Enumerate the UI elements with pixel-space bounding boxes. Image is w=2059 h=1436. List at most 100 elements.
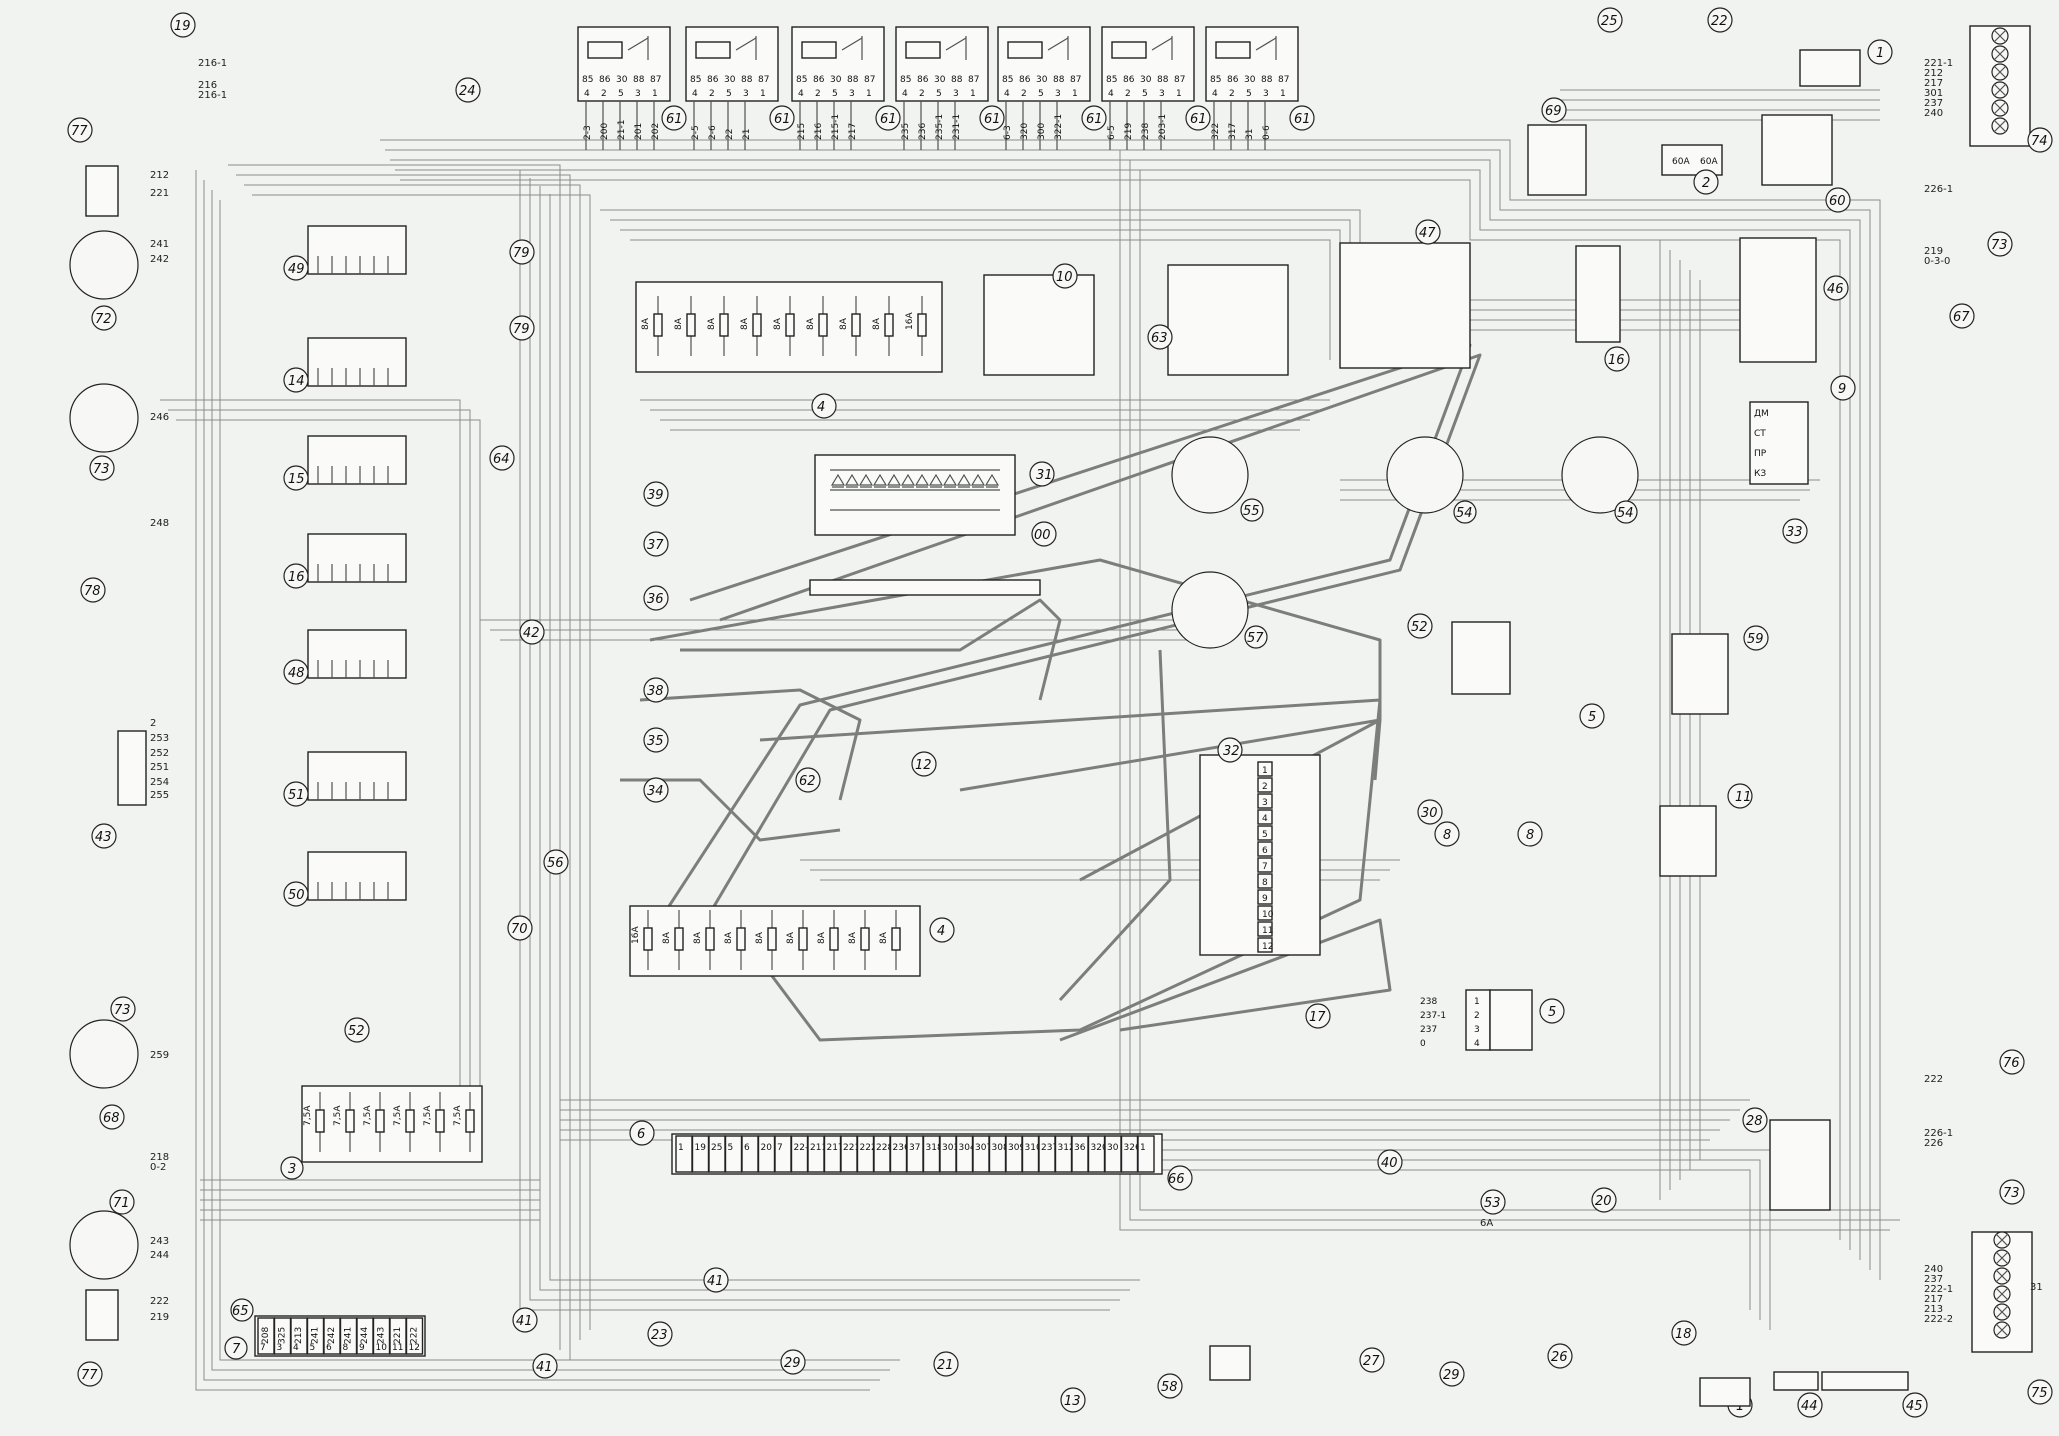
fuse-element xyxy=(752,313,762,337)
relay-wire-label: 6-3 xyxy=(1003,125,1013,140)
connector-pin-label: 312 xyxy=(1058,1143,1075,1153)
svg-text:71: 71 xyxy=(113,1196,130,1211)
connector-cell xyxy=(873,1135,891,1173)
switch-cell-number: 1 xyxy=(1262,766,1268,776)
connector-pin-label: 22-1 xyxy=(794,1143,814,1153)
svg-text:73: 73 xyxy=(1991,238,2008,253)
left-wire-label: 216-1 xyxy=(198,90,227,101)
connector-pin-number: 7 xyxy=(260,1343,266,1353)
left-wire-label: 251 xyxy=(150,762,169,773)
fuse-rating-label: 7,5A xyxy=(453,1105,463,1126)
relay-pin-number: 2 xyxy=(1125,89,1131,99)
fuse-rating-label: 16A xyxy=(631,926,641,944)
relay-pin-number: 5 xyxy=(1246,89,1252,99)
relay-wire-label: 235-1 xyxy=(935,114,945,140)
relay-pin-number: 3 xyxy=(849,89,855,99)
fuse-rating-label: 8A xyxy=(674,317,684,330)
right-wire-label: 217 xyxy=(1924,1294,1943,1305)
diode-symbol xyxy=(928,473,944,488)
right-wire-label: 226-1 xyxy=(1924,184,1953,195)
fuse-element xyxy=(435,1109,445,1133)
relay-wire-label: 236 xyxy=(918,123,928,140)
left-wire-label: 243 xyxy=(150,1236,169,1247)
diode-symbol xyxy=(984,473,1000,488)
connector-pin-label: 304 xyxy=(959,1143,976,1153)
block-5-pin: 2 xyxy=(1474,1011,1480,1021)
svg-text:12: 12 xyxy=(915,758,932,773)
relay-pin-label: 88 xyxy=(1157,75,1169,85)
relay-wire-label: 200 xyxy=(600,123,610,140)
relay-wire-label: 2-5 xyxy=(691,125,701,140)
diode-symbol xyxy=(886,473,902,488)
svg-text:21: 21 xyxy=(937,1358,954,1373)
fuse-element xyxy=(705,927,715,951)
relay-pin-number: 1 xyxy=(866,89,872,99)
gauges: 55 54 54 57 xyxy=(1171,436,1639,649)
connector-wire-label: 325 xyxy=(278,1327,288,1344)
relay-pin-number: 3 xyxy=(1263,89,1269,99)
connector-pin-number: 8 xyxy=(343,1343,349,1353)
svg-text:37: 37 xyxy=(647,538,664,553)
connector-pin-label: 237 xyxy=(1041,1143,1058,1153)
fuse-element xyxy=(884,313,894,337)
svg-text:77: 77 xyxy=(81,1368,98,1383)
block-5-pin: 3 xyxy=(1474,1025,1480,1035)
wire-labels-right: 221-1212217301237240226-12190-3-0222226-… xyxy=(1924,58,2043,1325)
relay-9-terminal-label: ДМ xyxy=(1754,409,1769,419)
relay-pin-label: 85 xyxy=(900,75,911,85)
left-wire-label: 216-1 xyxy=(198,58,227,69)
callout-circle xyxy=(1081,105,1107,131)
switch-callout-number: 50 xyxy=(288,888,305,903)
svg-text:00: 00 xyxy=(1034,528,1051,543)
fuse-rating-label: 7,5A xyxy=(393,1105,403,1126)
lamps-left: 77 72 73 78 43 73 68 71 77 19 xyxy=(67,12,196,1387)
relay-pin-label: 88 xyxy=(1053,75,1065,85)
switch-cell xyxy=(1257,761,1273,777)
relay-pin-number: 1 xyxy=(1176,89,1182,99)
relay-contact xyxy=(945,36,967,60)
lamp-clusters-right: 74 75 73 67 76 73 44 45 xyxy=(1773,25,2053,1418)
svg-text:19: 19 xyxy=(174,19,191,34)
callout-circle xyxy=(1185,105,1211,131)
switch-housing xyxy=(307,751,407,801)
svg-text:70: 70 xyxy=(511,922,528,937)
svg-text:44: 44 xyxy=(1801,1399,1818,1414)
svg-text:11: 11 xyxy=(1735,790,1752,805)
switch-cell xyxy=(1257,841,1273,857)
left-wire-label: 244 xyxy=(150,1250,169,1261)
left-wire-label: 219 xyxy=(150,1312,169,1323)
connector-pin-label: 303 xyxy=(942,1143,959,1153)
fuse-rating-label: 8A xyxy=(641,317,651,330)
block-5-pin: 1 xyxy=(1474,997,1480,1007)
svg-text:74: 74 xyxy=(2031,134,2048,149)
left-wire-label: 254 xyxy=(150,777,169,788)
svg-text:57: 57 xyxy=(1247,631,1264,646)
lamp-cross xyxy=(1995,1305,2009,1319)
svg-text:20: 20 xyxy=(1595,1194,1612,1209)
left-wire-label: 212 xyxy=(150,170,169,181)
connector-pin-label: 308 xyxy=(992,1143,1009,1153)
svg-text:23: 23 xyxy=(651,1328,668,1343)
relay-contact xyxy=(1047,36,1069,60)
svg-text:54: 54 xyxy=(1617,506,1634,521)
relay-wire-label: 22 xyxy=(725,129,735,140)
relay-pin-label: 86 xyxy=(599,75,611,85)
svg-text:41: 41 xyxy=(536,1360,553,1375)
svg-text:72: 72 xyxy=(95,312,112,327)
relay-pin-label: 30 xyxy=(1244,75,1256,85)
svg-text:42: 42 xyxy=(523,626,540,641)
connector-cell xyxy=(774,1135,792,1173)
connector-wire-label: 244 xyxy=(360,1327,370,1344)
switch-cell-number: 3 xyxy=(1262,798,1268,808)
svg-text:76: 76 xyxy=(2003,1056,2020,1071)
svg-text:54: 54 xyxy=(1456,506,1473,521)
connector-pin-label: 228 xyxy=(876,1143,893,1153)
relay-pin-number: 5 xyxy=(832,89,838,99)
right-wire-label: 226 xyxy=(1924,1138,1943,1149)
switch-cell xyxy=(1257,889,1273,905)
